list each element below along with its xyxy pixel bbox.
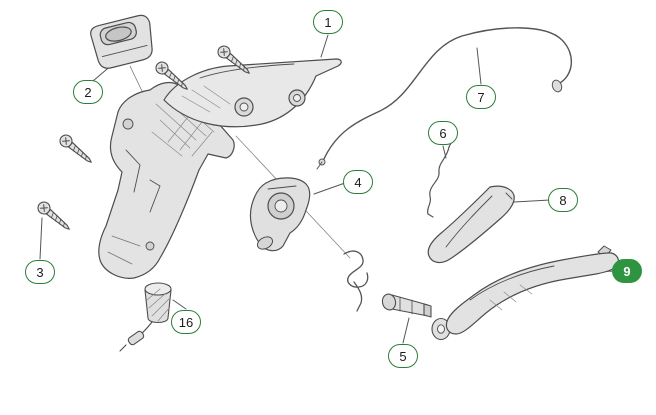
callout-6[interactable]: 6 bbox=[428, 121, 458, 145]
bracket-drawing bbox=[249, 177, 311, 252]
callout-16[interactable]: 16 bbox=[171, 310, 201, 334]
part-callout-number: 5 bbox=[399, 348, 407, 364]
callout-2[interactable]: 2 bbox=[73, 80, 103, 104]
part-callout-number: 8 bbox=[559, 192, 567, 208]
part-callout-number: 1 bbox=[324, 14, 332, 30]
handle-housing-drawing bbox=[98, 81, 235, 279]
pin-drawing bbox=[381, 293, 432, 318]
callout-4[interactable]: 4 bbox=[343, 170, 373, 194]
callout-9[interactable]: 9 bbox=[612, 259, 642, 283]
part-callout-number: 9 bbox=[623, 263, 631, 279]
buffer-drawing bbox=[119, 282, 172, 352]
throttle-cable-drawing bbox=[316, 27, 572, 170]
lockout-lever-drawing bbox=[427, 185, 515, 264]
part-callout-number: 16 bbox=[178, 314, 194, 330]
part-callout-number: 2 bbox=[84, 84, 92, 100]
callout-8[interactable]: 8 bbox=[548, 188, 578, 212]
stop-switch-drawing bbox=[90, 14, 153, 69]
part-callout-number: 6 bbox=[439, 125, 447, 141]
callout-7[interactable]: 7 bbox=[466, 85, 496, 109]
part-callout-number: 4 bbox=[354, 174, 362, 190]
callout-3[interactable]: 3 bbox=[25, 260, 55, 284]
callout-5[interactable]: 5 bbox=[388, 344, 418, 368]
part-callout-number: 7 bbox=[477, 89, 485, 105]
part-callout-number: 3 bbox=[36, 264, 44, 280]
spring-drawing bbox=[343, 250, 369, 312]
top-cover-drawing bbox=[163, 58, 342, 128]
callout-1[interactable]: 1 bbox=[313, 10, 343, 34]
